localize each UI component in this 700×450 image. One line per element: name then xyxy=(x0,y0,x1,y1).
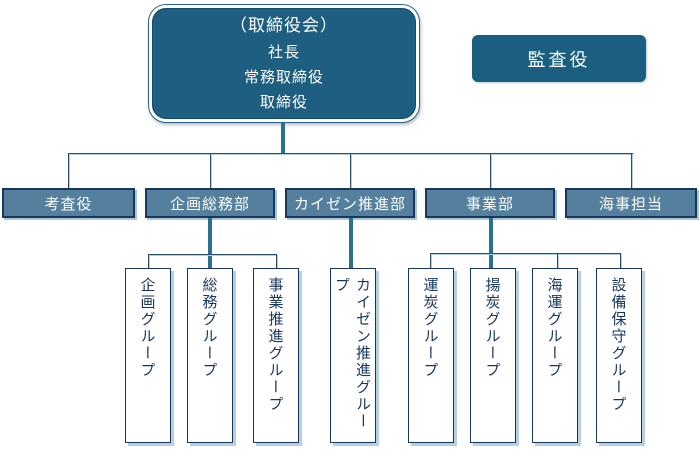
connector-stem-jigyobu xyxy=(489,218,493,268)
group-label-jigyosuishin: 事業推進グループ xyxy=(266,277,285,413)
group-label-soumu: 総務グループ xyxy=(200,277,219,379)
board-of-directors-inner: （取締役会） 社長 常務取締役 取締役 xyxy=(152,8,416,119)
group-box-kaiun: 海運グループ xyxy=(532,268,578,443)
connector-stem-kikakusoumu xyxy=(208,218,212,268)
group-box-jigyosuishin: 事業推進グループ xyxy=(253,268,299,443)
board-line-managing-director: 常務取締役 xyxy=(243,68,324,86)
connector-drop-setsubihoshu-group xyxy=(620,253,621,268)
group-label-yotan: 揚炭グループ xyxy=(483,277,502,379)
connector-drop-kosayaku xyxy=(68,153,69,188)
auditor-box: 監査役 xyxy=(472,35,646,82)
board-line-director: 取締役 xyxy=(259,93,308,111)
connector-drop-jigyobu xyxy=(490,153,491,188)
dept-box-kaiji: 海事担当 xyxy=(565,188,697,218)
group-box-soumu: 総務グループ xyxy=(187,268,233,443)
group-label-untan: 運炭グループ xyxy=(421,277,440,379)
group-label-kaiun: 海運グループ xyxy=(545,277,564,379)
connector-drop-untan-group xyxy=(430,253,431,268)
connector-drop-kikaku-group xyxy=(148,254,149,268)
connector-level2-horizontal-jigyobu xyxy=(430,253,620,254)
group-label-setsubihoshu: 設備保守グループ xyxy=(609,277,628,413)
dept-box-kaizen: カイゼン推進部 xyxy=(285,188,415,218)
connector-drop-kikakusoumu xyxy=(210,153,211,188)
group-box-yotan: 揚炭グループ xyxy=(470,268,516,443)
board-title: （取締役会） xyxy=(230,16,338,36)
board-of-directors-box: （取締役会） 社長 常務取締役 取締役 xyxy=(148,4,420,123)
connector-drop-kaiun-group xyxy=(557,253,558,268)
connector-level2-horizontal-kikakusoumu xyxy=(148,254,276,255)
group-box-kaizensuishin: カイゼン推進グループ xyxy=(330,268,376,443)
connector-stem-kaizen xyxy=(349,218,353,268)
dept-box-kosayaku: 考査役 xyxy=(2,188,135,218)
connector-drop-kaiji xyxy=(631,153,632,188)
board-line-president: 社長 xyxy=(267,43,300,61)
connector-drop-kaizen xyxy=(350,153,351,188)
group-box-untan: 運炭グループ xyxy=(408,268,454,443)
dept-box-kikakusoumu: 企画総務部 xyxy=(145,188,275,218)
connector-stem-board xyxy=(281,123,285,154)
group-label-kaizensuishin: カイゼン推進グループ xyxy=(333,277,372,430)
group-label-kikaku: 企画グループ xyxy=(138,277,157,379)
group-box-setsubihoshu: 設備保守グループ xyxy=(596,268,642,443)
group-box-kikaku: 企画グループ xyxy=(125,268,171,443)
connector-drop-jigyosuishin-group xyxy=(276,254,277,268)
dept-box-jigyobu: 事業部 xyxy=(425,188,555,218)
